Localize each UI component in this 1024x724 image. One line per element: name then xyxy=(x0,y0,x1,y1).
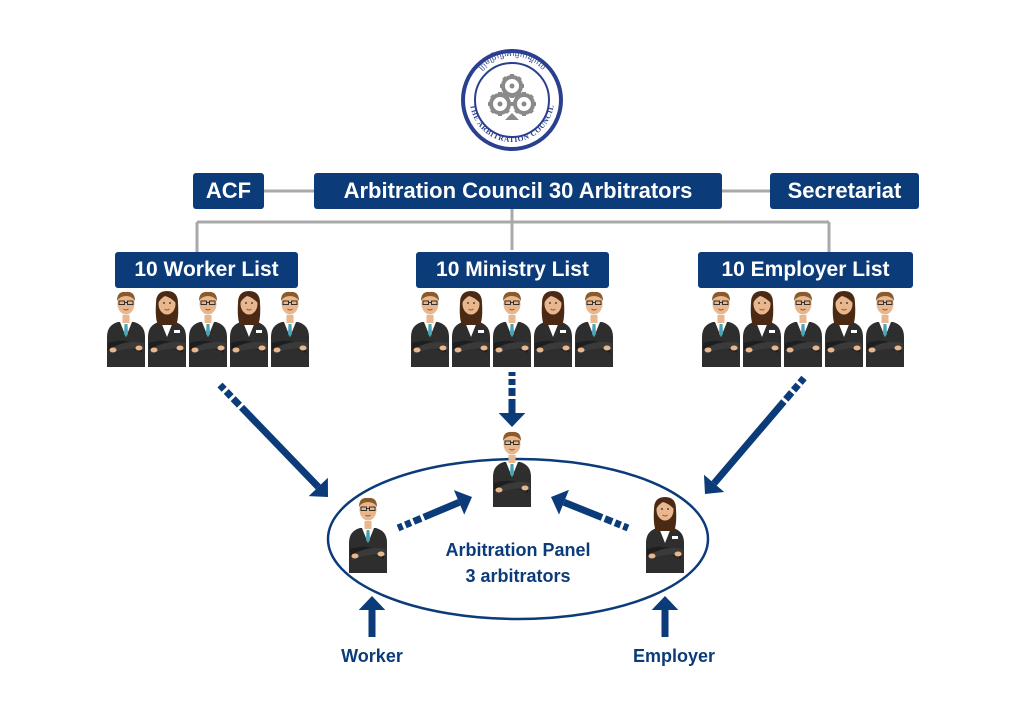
list-2-members xyxy=(702,291,904,367)
panel-subtitle: 3 arbitrators xyxy=(465,566,571,586)
arbitrator-person-icon xyxy=(825,291,863,367)
gears-seal-icon xyxy=(488,74,536,120)
panel-arbitrator-icon xyxy=(349,497,387,573)
worker-label: Worker xyxy=(341,646,403,666)
acf-box: ACF xyxy=(193,173,264,209)
arrows xyxy=(217,372,807,637)
panel-arbitrator-icon xyxy=(493,431,531,507)
ministry-list-box: 10 Ministry List xyxy=(416,252,609,288)
arbitration-panel-ellipse xyxy=(326,457,710,621)
gear-icon xyxy=(512,92,536,116)
arrow-worker-party-up xyxy=(358,596,386,637)
arrow-ministry-list-to-panel xyxy=(498,372,526,427)
connector-lines xyxy=(195,189,831,252)
arbitrator-person-icon xyxy=(743,291,781,367)
arbitrator-person-icon xyxy=(784,291,822,367)
logo-inner-ring xyxy=(474,62,550,138)
worker-list-box: 10 Worker List xyxy=(115,252,298,288)
arbitrator-person-icon xyxy=(534,291,572,367)
arbitrator-person-icon xyxy=(107,291,145,367)
arrow-employer-list-to-panel xyxy=(703,375,807,494)
arbitration-council-box: Arbitration Council 30 Arbitrators xyxy=(314,173,722,209)
panel-title: Arbitration Panel xyxy=(445,540,591,560)
arbitrator-person-icon xyxy=(148,291,186,367)
employer-list-box: 10 Employer List xyxy=(698,252,913,288)
arbitrator-person-icon xyxy=(702,291,740,367)
list-0-members xyxy=(107,291,309,367)
arrow-worker-list-to-panel xyxy=(217,382,328,497)
arbitrator-person-icon xyxy=(230,291,268,367)
arbitrator-person-icon xyxy=(271,291,309,367)
arbitrator-person-icon xyxy=(575,291,613,367)
arbitrator-person-icon xyxy=(452,291,490,367)
arrow-employer-arb-to-chair xyxy=(551,489,630,532)
logo-base-mark xyxy=(505,113,519,120)
gear-icon xyxy=(488,92,512,116)
arbitrator-person-icon xyxy=(493,291,531,367)
list-1-members xyxy=(411,291,613,367)
arbitrator-person-icon xyxy=(189,291,227,367)
employer-label: Employer xyxy=(632,646,716,666)
secretariat-box: Secretariat xyxy=(770,173,919,209)
arrow-worker-arb-to-chair xyxy=(396,490,472,532)
panel-arbitrator-icon xyxy=(646,497,684,573)
people-layer xyxy=(107,291,904,573)
arbitrator-person-icon xyxy=(411,291,449,367)
arbitration-council-logo: THE ARBITRATION COUNCIL ក្រុមប្រឹក្សាអាជ… xyxy=(461,49,563,151)
arbitrator-person-icon xyxy=(866,291,904,367)
arrow-employer-party-up xyxy=(651,596,679,637)
